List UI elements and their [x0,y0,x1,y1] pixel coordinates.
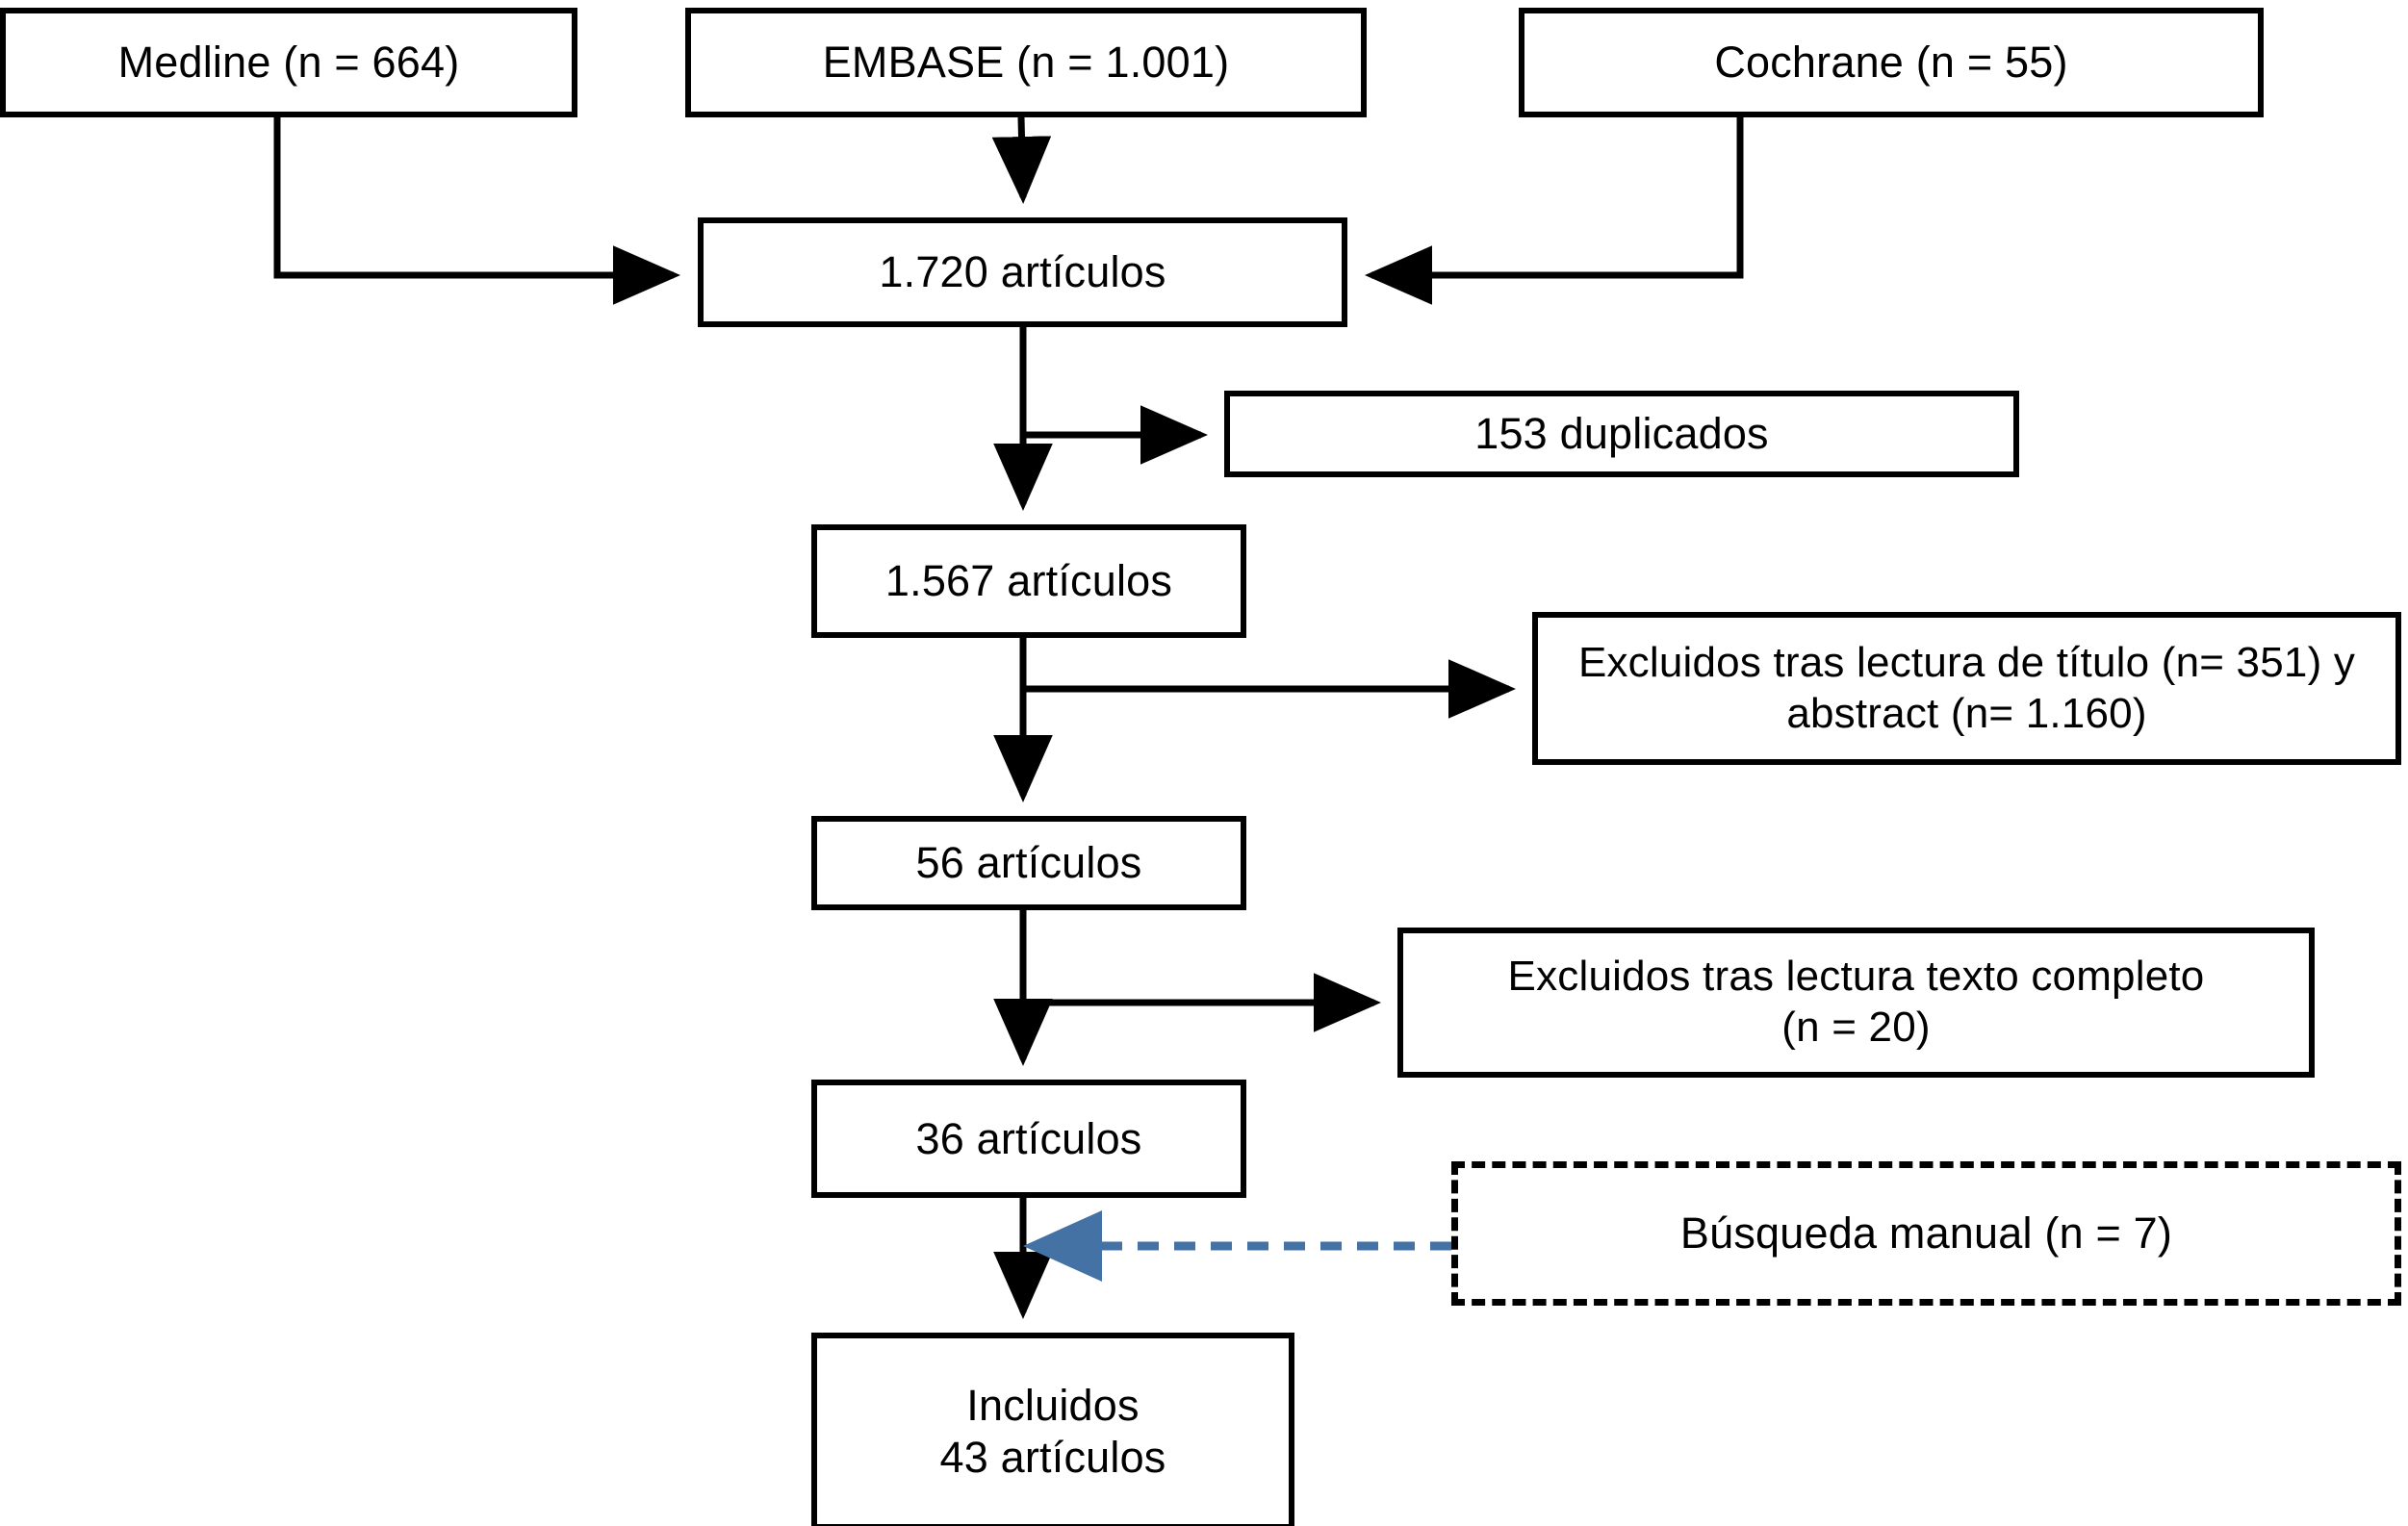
edge-medline-to-total [273,117,680,305]
node-after-fulltext[interactable]: 36 artículos [811,1080,1246,1198]
node-manual-search-label: Búsqueda manual (n = 7) [1679,1208,2173,1258]
node-duplicates-label: 153 duplicados [1474,409,1769,458]
node-duplicates[interactable]: 153 duplicados [1224,391,2019,477]
node-cochrane[interactable]: Cochrane (n = 55) [1519,8,2264,117]
node-total-records[interactable]: 1.720 artículos [698,217,1347,327]
node-embase-label: EMBASE (n = 1.001) [822,38,1230,87]
node-manual-search[interactable]: Búsqueda manual (n = 7) [1451,1161,2401,1306]
node-excluded-title-abstract[interactable]: Excluidos tras lectura de título (n= 351… [1532,612,2401,765]
node-excluded-fulltext[interactable]: Excluidos tras lectura texto completo (n… [1397,928,2315,1078]
node-after-duplicates-label: 1.567 artículos [884,556,1173,605]
node-included[interactable]: Incluidos 43 artículos [811,1333,1294,1526]
node-embase[interactable]: EMBASE (n = 1.001) [685,8,1367,117]
node-medline[interactable]: Medline (n = 664) [0,8,577,117]
node-total-records-label: 1.720 artículos [879,247,1166,296]
node-medline-label: Medline (n = 664) [117,38,460,87]
node-excluded-fulltext-label: Excluidos tras lectura texto completo (n… [1507,953,2205,1051]
node-cochrane-label: Cochrane (n = 55) [1714,38,2068,87]
edge-embase-to-total [991,116,1052,204]
node-excluded-title-abstract-label: Excluidos tras lectura de título (n= 351… [1577,638,2356,737]
edge-manual-search-to-after-fulltext [1023,1210,1451,1282]
node-after-duplicates[interactable]: 1.567 artículos [811,524,1246,638]
edge-cochrane-to-total [1365,117,1744,305]
node-included-label: Incluidos 43 artículos [939,1380,1166,1482]
node-after-fulltext-label: 36 artículos [915,1113,1142,1163]
node-after-screening-label: 56 artículos [915,838,1142,887]
node-after-screening[interactable]: 56 artículos [811,816,1246,910]
